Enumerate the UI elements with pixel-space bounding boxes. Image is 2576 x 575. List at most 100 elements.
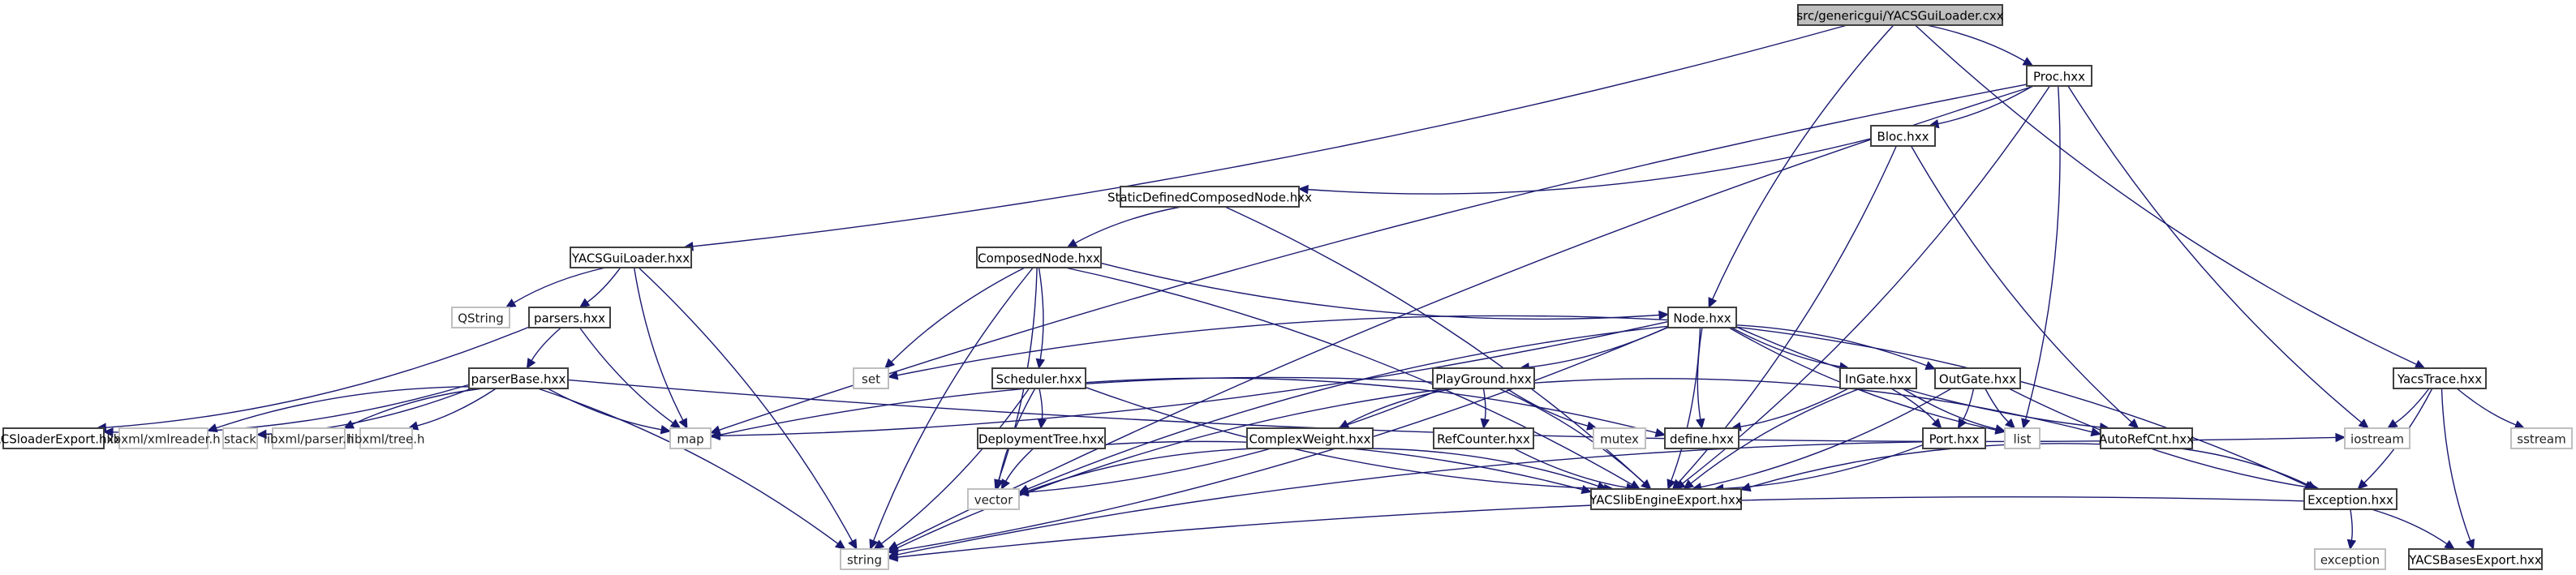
node-define[interactable]: define.hxx	[1664, 427, 1740, 449]
node-autorefcnt[interactable]: AutoRefCnt.hxx	[2099, 427, 2194, 449]
node-parserbase[interactable]: parserBase.hxx	[468, 367, 569, 389]
arrowhead-icon	[1957, 418, 1967, 430]
node-yguiloader[interactable]: YACSGuiLoader.hxx	[570, 247, 692, 268]
arrowhead-icon	[887, 371, 899, 380]
arrowhead-icon	[709, 430, 721, 440]
node-yloaderexp[interactable]: YACSloaderExport.hxx	[0, 427, 121, 449]
node-yacstrace[interactable]: YacsTrace.hxx	[2393, 367, 2487, 389]
arrowhead-icon	[1000, 478, 1010, 491]
arrowhead-icon	[994, 478, 1004, 491]
node-bloc[interactable]: Bloc.hxx	[1870, 125, 1936, 147]
edge-bloc-to-autorefcnt	[1910, 145, 2139, 429]
edge-parsers-to-yloaderexp	[96, 326, 530, 432]
node-box	[2100, 427, 2193, 449]
edge-node-to-yengexp	[1666, 327, 1701, 491]
edge-line	[692, 24, 1847, 247]
edge-line	[873, 267, 1034, 541]
edge-line	[1085, 386, 1605, 490]
edge-line	[1937, 85, 2033, 125]
arrowhead-icon	[1641, 478, 1652, 490]
node-iostream: iostream	[2344, 427, 2410, 449]
node-node[interactable]: Node.hxx	[1667, 307, 1737, 328]
edge-parserbase-to-string	[537, 388, 846, 550]
node-ingate[interactable]: InGate.hxx	[1839, 367, 1917, 389]
node-box	[1839, 367, 1917, 389]
edge-line	[719, 320, 1669, 437]
edge-deptree-to-vector	[1000, 448, 1034, 491]
node-xmlparser: libxml/parser.h	[264, 427, 354, 449]
edge-line	[1307, 138, 1872, 195]
edge-yacstrace-to-ybasesexp	[2441, 388, 2475, 551]
arrowhead-icon	[873, 539, 885, 550]
node-ybasesexp[interactable]: YACSBasesExport.hxx	[2408, 548, 2543, 570]
node-outgate[interactable]: OutGate.hxx	[1934, 367, 2021, 389]
node-box	[1922, 427, 1986, 449]
node-composed[interactable]: ComposedNode.hxx	[976, 247, 1102, 268]
edge-line	[1985, 388, 2009, 423]
node-complexw[interactable]: ComplexWeight.hxx	[1246, 427, 1374, 449]
arrowhead-icon	[678, 418, 688, 430]
node-exceptionhxx[interactable]: Exception.hxx	[2303, 488, 2398, 510]
edge-node-to-outgate	[1735, 324, 1937, 371]
node-label: OutGate.hxx	[1939, 372, 2016, 387]
edge-proc-to-map	[709, 84, 2028, 435]
node-port[interactable]: Port.hxx	[1922, 427, 1986, 449]
node-label: YACSGuiLoader.hxx	[571, 251, 690, 266]
node-qstring: QString	[451, 307, 510, 328]
node-box	[1797, 4, 2003, 26]
edge-line	[1482, 388, 1486, 420]
edge-line	[1529, 326, 1669, 368]
node-refcounter[interactable]: RefCounter.hxx	[1433, 427, 1534, 449]
arrowhead-icon	[1480, 418, 1490, 430]
edge-node-to-vector	[1017, 325, 1669, 494]
edge-node-to-exceptionhxx	[1735, 326, 2316, 490]
node-playground[interactable]: PlayGround.hxx	[1432, 367, 1535, 389]
edge-line	[1682, 85, 2050, 484]
node-box	[451, 307, 510, 328]
edge-line	[1902, 388, 1997, 430]
edge-line	[897, 326, 1669, 551]
node-sdcn[interactable]: StaticDefinedComposedNode.hxx	[1107, 186, 1312, 208]
node-box	[1667, 307, 1737, 328]
node-label: vector	[974, 493, 1013, 508]
node-box	[2408, 548, 2543, 570]
node-string: string	[840, 548, 889, 570]
edge-line	[1749, 443, 2101, 488]
node-yengexp[interactable]: YACSlibEngineExport.hxx	[1589, 488, 1743, 510]
edge-line	[578, 327, 674, 424]
arrowhead-icon	[1037, 418, 1047, 430]
edge-line	[1506, 388, 1589, 427]
edge-line	[1039, 388, 1043, 420]
node-deptree[interactable]: DeploymentTree.hxx	[977, 427, 1106, 449]
node-scheduler[interactable]: Scheduler.hxx	[991, 367, 1086, 389]
arrowhead-icon	[1740, 483, 1752, 492]
node-proc[interactable]: Proc.hxx	[2026, 65, 2092, 87]
node-box	[359, 427, 413, 449]
arrowhead-icon	[2021, 418, 2031, 430]
edge-line	[1962, 388, 1975, 421]
node-exception: exception	[2314, 548, 2386, 570]
edge-parserbase-to-xmltree	[407, 388, 497, 431]
arrowhead-icon	[343, 419, 355, 429]
arrowhead-icon	[2444, 539, 2455, 550]
node-label: InGate.hxx	[1845, 372, 1912, 387]
arrowhead-icon	[256, 429, 267, 440]
node-label: PlayGround.hxx	[1435, 372, 1532, 387]
edge-line	[896, 388, 1449, 549]
node-label: sstream	[2517, 432, 2565, 447]
node-root[interactable]: src/genericgui/YACSGuiLoader.cxx	[1796, 4, 2004, 26]
edge-line	[2008, 388, 2311, 488]
node-label: src/genericgui/YACSGuiLoader.cxx	[1796, 9, 2003, 24]
edge-autorefcnt-to-exceptionhxx	[2180, 448, 2318, 490]
arrowhead-icon	[1708, 297, 1718, 309]
edge-yguiloader-to-qstring	[505, 267, 606, 308]
node-parsers[interactable]: parsers.hxx	[528, 307, 611, 328]
node-label: iostream	[2350, 432, 2404, 447]
node-label: DeploymentTree.hxx	[978, 432, 1104, 447]
edge-line	[587, 267, 621, 303]
arrowhead-icon	[2335, 432, 2346, 443]
edge-yguiloader-to-string	[638, 267, 858, 551]
edge-line	[891, 267, 1026, 363]
edge-line	[1513, 448, 1628, 488]
edge-yguiloader-to-map	[633, 267, 688, 430]
